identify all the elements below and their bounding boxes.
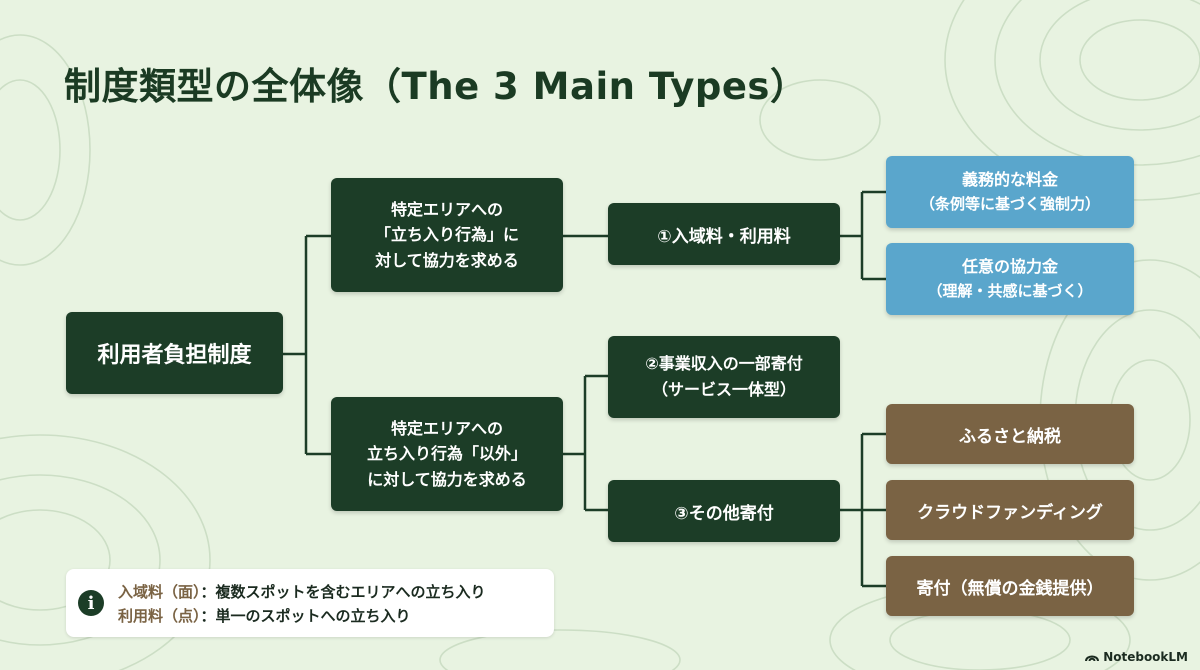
note-desc-1: ：複数スポットを含むエリアへの立ち入り: [200, 583, 486, 601]
leaf-donation-label: 寄付（無償の金銭提供）: [916, 578, 1104, 599]
legend-note: i 入域料（面）：複数スポットを含むエリアへの立ち入り 利用料（点）：単一のスポ…: [66, 569, 554, 637]
note-term-1: 入域料（面）: [118, 583, 201, 601]
leaf-voluntary-box: 任意の協力金 （理解・共感に基づく）: [886, 243, 1134, 315]
type2-box: ②事業収入の一部寄付 （サービス一体型）: [608, 336, 840, 418]
page-title: 制度類型の全体像（The 3 Main Types）: [64, 65, 808, 108]
root-label: 利用者負担制度: [97, 343, 252, 368]
branch-upper-line-1: 特定エリアへの: [390, 199, 503, 219]
note-row-1: 入域料（面）：複数スポットを含むエリアへの立ち入り: [118, 581, 486, 602]
leaf-voluntary-line-2: （理解・共感に基づく）: [927, 281, 1093, 300]
info-icon: i: [78, 590, 104, 616]
brand-watermark: NotebookLM: [1085, 650, 1188, 664]
type2-line-1: ②事業収入の一部寄付: [645, 354, 803, 374]
branch-upper-line-3: 対して協力を求める: [375, 250, 519, 270]
type1-box: ①入域料・利用料: [608, 203, 840, 265]
branch-upper-box: 特定エリアへの 「立ち入り行為」に 対して協力を求める: [331, 178, 563, 292]
branch-lower-line-3: に対して協力を求める: [367, 469, 527, 489]
brand-label: NotebookLM: [1103, 650, 1188, 664]
leaf-mandatory-line-1: 義務的な料金: [961, 169, 1058, 189]
leaf-furusato-box: ふるさと納税: [886, 404, 1134, 464]
type2-line-2: （サービス一体型）: [651, 380, 796, 399]
leaf-donation-box: 寄付（無償の金銭提供）: [886, 556, 1134, 616]
leaf-voluntary-line-1: 任意の協力金: [961, 256, 1058, 276]
type3-box: ③その他寄付: [608, 480, 840, 542]
leaf-furusato-label: ふるさと納税: [959, 426, 1061, 447]
type1-label: ①入域料・利用料: [657, 226, 791, 247]
type3-label: ③その他寄付: [674, 503, 774, 524]
leaf-crowdfunding-label: クラウドファンディング: [917, 502, 1103, 523]
leaf-mandatory-line-2: （条例等に基づく強制力）: [919, 194, 1100, 213]
note-desc-2: ：単一のスポットへの立ち入り: [200, 607, 411, 625]
notebooklm-logo-icon: [1085, 655, 1100, 662]
leaf-mandatory-box: 義務的な料金 （条例等に基づく強制力）: [886, 156, 1134, 228]
branch-lower-box: 特定エリアへの 立ち入り行為「以外」 に対して協力を求める: [331, 397, 563, 511]
root-box: 利用者負担制度: [66, 312, 283, 394]
branch-upper-line-2: 「立ち入り行為」に: [374, 225, 519, 245]
branch-lower-line-2: 立ち入り行為「以外」: [366, 444, 527, 464]
leaf-crowdfunding-box: クラウドファンディング: [886, 480, 1134, 540]
note-term-2: 利用料（点）: [118, 607, 201, 625]
note-row-2: 利用料（点）：単一のスポットへの立ち入り: [118, 605, 411, 626]
branch-lower-line-1: 特定エリアへの: [390, 418, 503, 438]
